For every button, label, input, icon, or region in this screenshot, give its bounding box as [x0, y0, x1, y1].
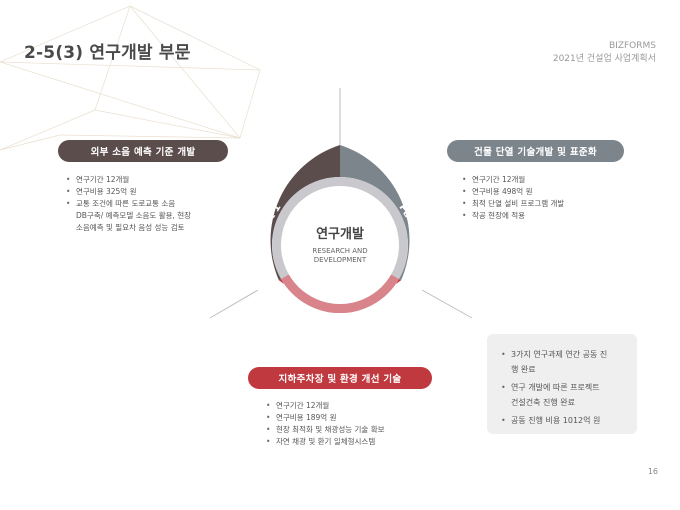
list-item: 연구비용 325억 원 [66, 186, 236, 198]
list-item-line: 연구 개발에 따른 프로젝트 [511, 383, 600, 392]
part3-label: Part 3 [323, 323, 357, 334]
center-subtitle-2: DEVELOPMENT [314, 256, 367, 264]
list-item-line: 건설건축 진행 완료 [511, 398, 575, 407]
center-circle [281, 186, 399, 304]
center-subtitle-1: RESEARCH AND [312, 247, 367, 255]
list-item-line: 교통 조건에 따른 도로교통 소음 [76, 199, 176, 208]
list-item-line: 공동 진행 비용 1012억 원 [511, 416, 601, 425]
list-item: 작공 현장에 적용 [462, 210, 632, 222]
section3-heading: 지하주차장 및 환경 개선 기술 [248, 367, 432, 389]
brand-document: 2021년 건설업 사업계획서 [552, 54, 656, 64]
section2-bullets: 연구기간 12개월 연구비용 498억 원 최적 단열 설비 프로그램 개발 작… [462, 174, 632, 222]
inner-ring-red [281, 274, 399, 314]
list-item: 연구기간 12개월 [462, 174, 632, 186]
list-item: 최적 단열 설비 프로그램 개발 [462, 198, 632, 210]
list-item: 공동 진행 비용 1012억 원 [501, 413, 625, 428]
section2-heading: 건물 단열 기술개발 및 표준화 [447, 140, 624, 162]
part2-segment [340, 145, 410, 281]
list-item-line: 3가지 연구과제 연간 공동 진 [511, 350, 608, 359]
list-item: 3가지 연구과제 연간 공동 진 행 완료 [501, 347, 625, 377]
list-item-line: 소음예측 및 필요차 음성 성능 검토 [76, 223, 185, 232]
summary-bullets: 3가지 연구과제 연간 공동 진 행 완료 연구 개발에 따른 프로젝트 건설건… [501, 347, 625, 428]
list-item: 교통 조건에 따른 도로교통 소음 DB구축/ 예측모델 소음도 활용, 현장 … [66, 198, 236, 234]
donut-diagram: 연구개발 RESEARCH AND DEVELOPMENT Part 1 Par… [256, 145, 424, 334]
page-number: 16 [647, 467, 658, 476]
section1-bullets: 연구기간 12개월 연구비용 325억 원 교통 조건에 따른 도로교통 소음 … [66, 174, 236, 234]
summary-box: 3가지 연구과제 연간 공동 진 행 완료 연구 개발에 따른 프로젝트 건설건… [487, 334, 637, 434]
list-item: 연구비용 498억 원 [462, 186, 632, 198]
brand-block: BIZFORMS 2021년 건설업 사업계획서 [553, 40, 656, 66]
list-item: 연구기간 12개월 [266, 400, 446, 412]
list-item-line: 행 완료 [511, 365, 536, 374]
list-item-line: DB구축/ 예측모델 소음도 활용, 현장 [76, 211, 192, 220]
section3-bullets: 연구기간 12개월 연구비용 189억 원 현장 최적화 및 채광성능 기술 확… [266, 400, 446, 448]
list-item: 연구 개발에 따른 프로젝트 건설건축 진행 완료 [501, 380, 625, 410]
page-title: 2-5(3) 연구개발 부문 [24, 43, 191, 63]
list-item: 자연 채광 및 환기 일체형시스템 [266, 436, 446, 448]
list-item: 연구비용 189억 원 [266, 412, 446, 424]
section1-heading: 외부 소음 예측 기준 개발 [58, 140, 228, 162]
list-item: 연구기간 12개월 [66, 174, 236, 186]
part1-segment [270, 145, 340, 281]
center-title: 연구개발 [316, 226, 364, 242]
list-item: 현장 최적화 및 채광성능 기술 확보 [266, 424, 446, 436]
brand-name: BIZFORMS [609, 41, 656, 51]
